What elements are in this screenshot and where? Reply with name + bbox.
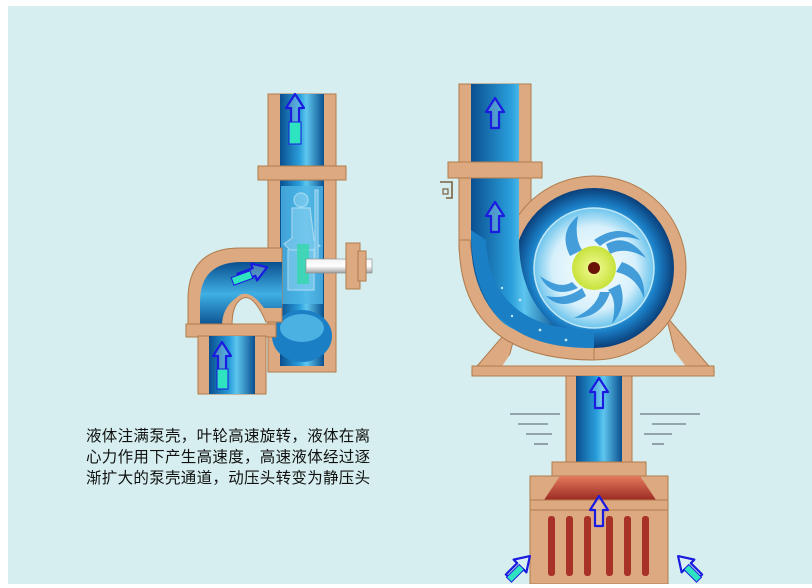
water-level-icon xyxy=(510,413,700,445)
caption-line: 渐扩大的泵壳通道，动压头转变为静压头 xyxy=(86,469,371,487)
explanation-caption: 液体注满泵壳，叶轮高速旋转，液体在离 心力作用下产生高速度，高速液体经过逐 渐扩… xyxy=(86,426,496,489)
impeller-icon xyxy=(533,207,655,329)
diagram-background xyxy=(8,6,812,584)
caption-line: 心力作用下产生高速度，高速液体经过逐 xyxy=(86,448,371,466)
left-pump-section xyxy=(185,92,373,395)
right-pump-section xyxy=(440,83,716,585)
caption-line: 液体注满泵壳，叶轮高速旋转，液体在离 xyxy=(86,427,371,445)
